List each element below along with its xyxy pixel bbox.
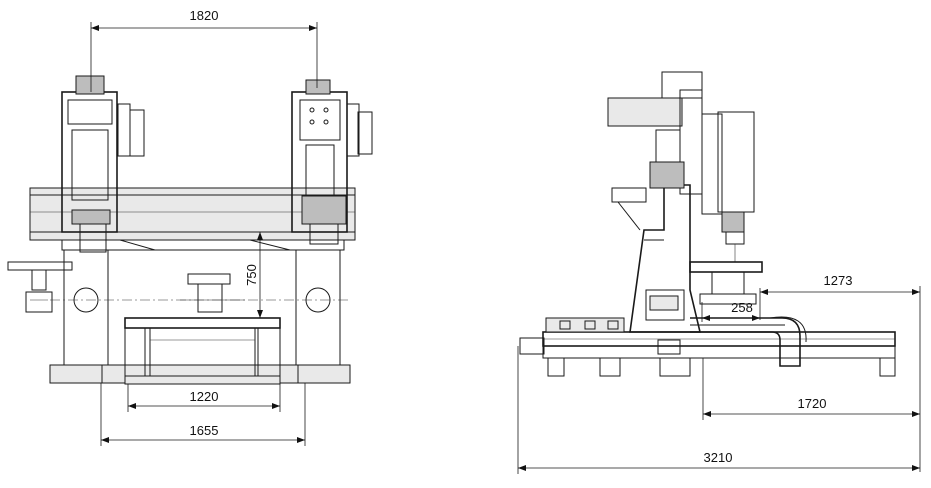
front-worktable [124,273,281,385]
dimension-label-1655: 1655 [190,423,219,438]
dimension-label-1273: 1273 [824,273,853,288]
machine-frame-legs [49,249,351,384]
side-view: 1273 258 1720 3210 [517,71,921,474]
dimension-label-3210: 3210 [704,450,733,465]
right-spindle-head [291,79,373,245]
side-gantry-loop [690,316,807,367]
dimension-label-1720: 1720 [798,396,827,411]
side-base-rails [519,317,896,377]
dimension-front-height: 750 [244,232,263,318]
dimension-side-upper: 1273 [759,273,921,472]
left-tool-station [7,261,73,313]
left-spindle-head [61,75,145,253]
dimension-front-table: 1220 [127,384,281,412]
dimension-side-total: 3210 [517,346,920,474]
dimension-label-1220: 1220 [190,389,219,404]
dimension-label-750: 750 [244,264,259,286]
dimension-side-offset: 258 [701,300,760,322]
front-view: 1820 750 1220 1655 [7,8,373,446]
side-column [611,184,702,355]
dimension-side-lower: 1720 [702,358,920,420]
side-rotary-table [689,261,763,305]
dimension-front-top: 1820 [90,8,318,92]
dimension-front-base: 1655 [100,383,306,446]
side-spindle-head [607,71,755,262]
dimension-label-1820: 1820 [190,8,219,23]
dimension-label-258: 258 [731,300,753,315]
